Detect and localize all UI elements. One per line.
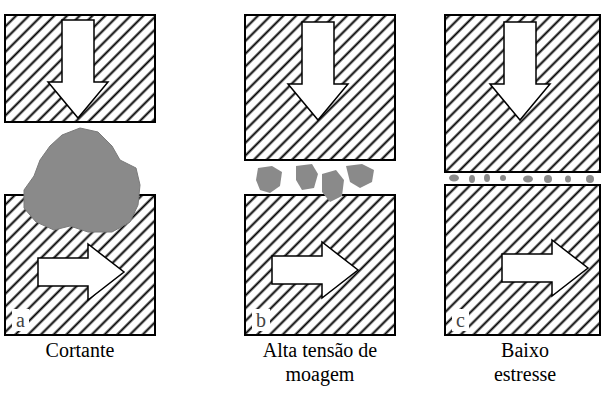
motion-arrow <box>272 242 358 298</box>
panel-caption: Cortante <box>0 338 160 362</box>
fine-particles <box>449 174 594 183</box>
panel-letter: a <box>12 309 29 331</box>
load-arrow <box>288 22 348 120</box>
medium-particles <box>256 164 374 202</box>
top-block <box>445 15 600 172</box>
panel-letter: b <box>252 309 270 331</box>
panel-caption: Baixo estresse <box>475 338 575 386</box>
top-block <box>245 15 395 160</box>
load-arrow <box>48 20 108 118</box>
panel-caption: Alta tensão de moagem <box>235 338 405 386</box>
motion-arrow <box>38 244 124 300</box>
large-particle <box>24 128 140 232</box>
bottom-block <box>445 185 600 335</box>
motion-arrow <box>502 240 588 296</box>
panel-letter: c <box>452 309 469 331</box>
load-arrow <box>490 22 550 120</box>
top-block <box>5 15 155 122</box>
bottom-block <box>245 195 395 335</box>
